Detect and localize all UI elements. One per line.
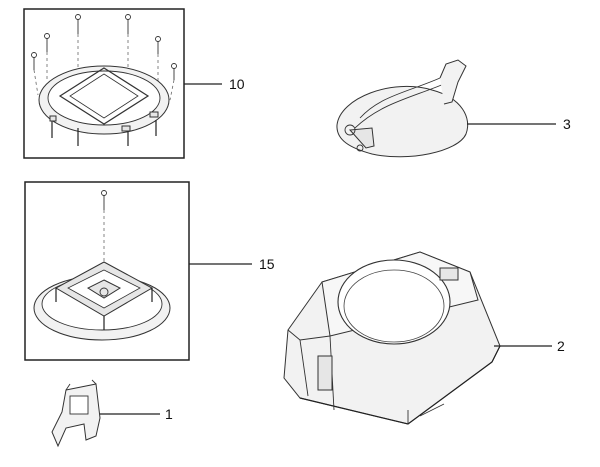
callout-label-3: 3: [563, 116, 571, 132]
part-10-group: [23, 8, 185, 159]
screw: [31, 52, 39, 96]
screw: [44, 33, 50, 80]
screw: [155, 36, 161, 82]
callout-label-2: 2: [557, 338, 565, 354]
part-15-box: [24, 181, 190, 361]
callout-label-10: 10: [229, 76, 245, 92]
part-2-housing: [283, 251, 501, 425]
screw: [125, 14, 131, 70]
screw: [75, 14, 81, 72]
part-15-group: [24, 181, 190, 361]
part-10-ring: [38, 65, 170, 146]
callout-label-1: 1: [165, 406, 173, 422]
part-1-clip: [51, 379, 101, 448]
screw: [169, 63, 177, 101]
part-15-base-plate: [33, 261, 171, 341]
part-3-cover: [336, 59, 469, 158]
callout-label-15: 15: [259, 256, 275, 272]
